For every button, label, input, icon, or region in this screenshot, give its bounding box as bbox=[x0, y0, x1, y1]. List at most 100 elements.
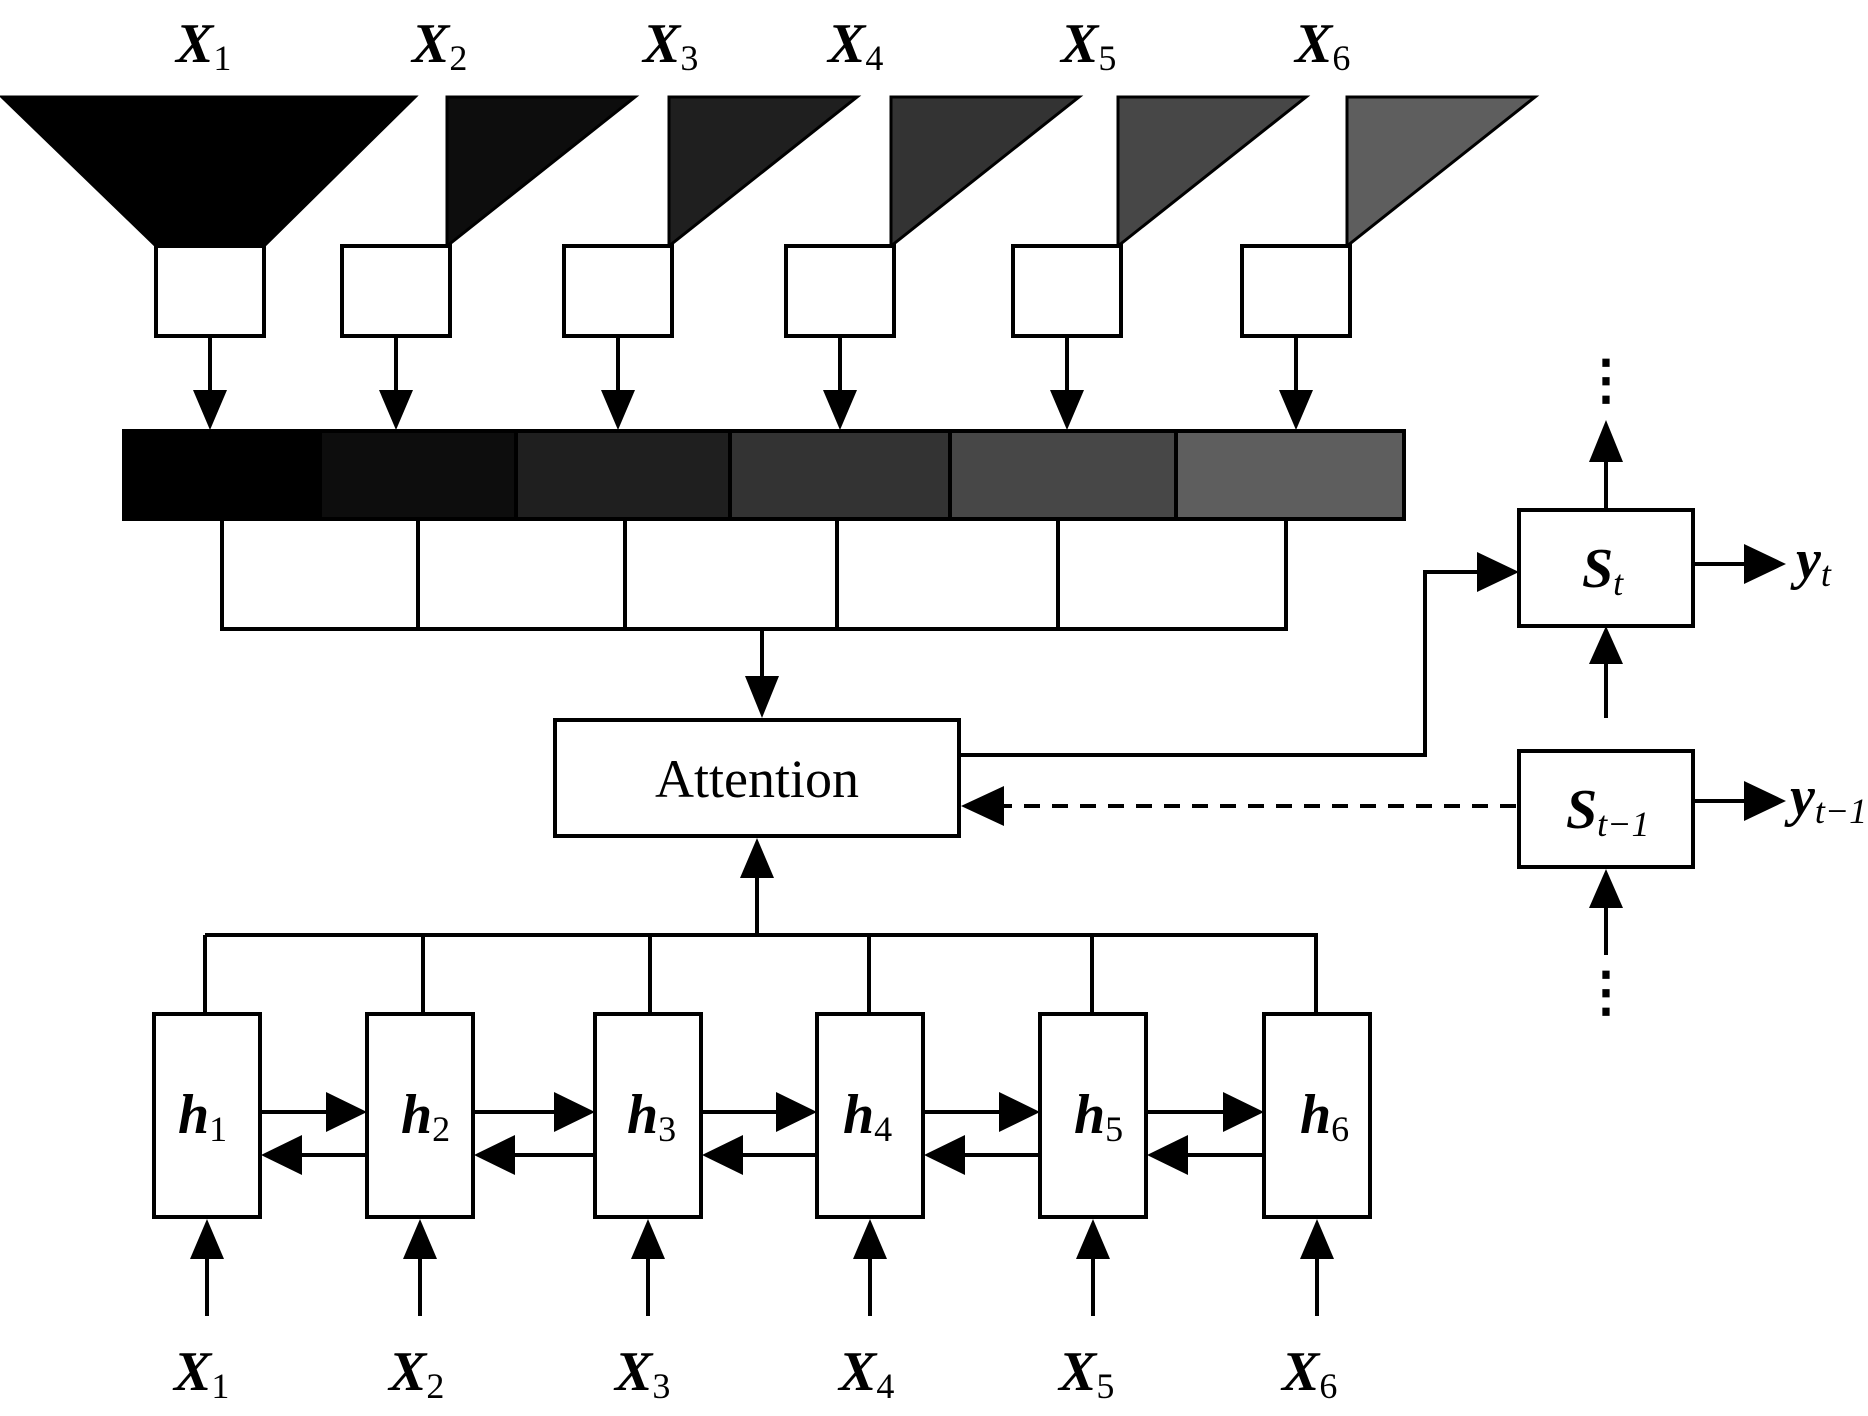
hidden-box-2 bbox=[365, 1012, 475, 1219]
feature-to-attention-head bbox=[745, 676, 779, 718]
input-arrow-head-2 bbox=[403, 1219, 437, 1259]
output-previous-head bbox=[1744, 781, 1786, 821]
input-arrow-head-3 bbox=[631, 1219, 665, 1259]
encoder-box-2 bbox=[340, 244, 452, 338]
feature-segment-3 bbox=[514, 429, 732, 521]
encoder-arrow-head-5 bbox=[1050, 390, 1084, 430]
encoder-arrow-head-2 bbox=[379, 390, 413, 430]
hidden-label-2: h2 bbox=[401, 1084, 450, 1149]
top-input-label-1: X1 bbox=[174, 13, 231, 78]
hidden-label-6: h6 bbox=[1300, 1084, 1349, 1149]
top-input-label-4: X4 bbox=[826, 13, 883, 78]
encoder-to-feature-arrows bbox=[193, 336, 1313, 430]
hidden-box-5 bbox=[1038, 1012, 1148, 1219]
funnel-3 bbox=[667, 95, 862, 250]
input-arrow-head-5 bbox=[1076, 1219, 1110, 1259]
feature-segment-4 bbox=[728, 429, 952, 521]
hidden-box-6 bbox=[1262, 1012, 1372, 1219]
attention-to-st-head bbox=[1477, 552, 1519, 592]
input-arrows bbox=[190, 1219, 1334, 1316]
forward-head-3 bbox=[776, 1092, 817, 1132]
output-current-head bbox=[1744, 544, 1786, 584]
state-current-label: St bbox=[1582, 538, 1624, 603]
feature-bar bbox=[122, 429, 1406, 521]
ellipsis-bottom: ⋮ bbox=[1579, 962, 1633, 1022]
feature-segment-2 bbox=[318, 429, 518, 521]
backward-head-5 bbox=[1147, 1135, 1188, 1175]
funnel-6 bbox=[1345, 95, 1540, 250]
hidden-box-1 bbox=[152, 1012, 262, 1219]
ellipsis-top: ⋮ bbox=[1579, 350, 1633, 410]
state-previous-box bbox=[1517, 749, 1695, 869]
state-previous-label: St−1 bbox=[1566, 779, 1649, 844]
encoder-arrow-head-3 bbox=[601, 390, 635, 430]
funnel-2 bbox=[445, 95, 640, 250]
feature-segment-1 bbox=[122, 429, 322, 521]
bottom-input-labels: X1 X2 X3 X4 X5 X6 bbox=[172, 1341, 1337, 1406]
encoder-boxes bbox=[154, 244, 1352, 338]
encoder-arrow-head-1 bbox=[193, 390, 227, 430]
input-funnels bbox=[0, 95, 1540, 250]
input-arrow-head-1 bbox=[190, 1219, 224, 1259]
backward-head-2 bbox=[474, 1135, 515, 1175]
top-input-label-3: X3 bbox=[641, 13, 698, 78]
bottom-input-label-5: X5 bbox=[1057, 1341, 1114, 1406]
backward-head-1 bbox=[261, 1135, 302, 1175]
hidden-label-3: h3 bbox=[627, 1084, 676, 1149]
bottom-input-label-1: X1 bbox=[172, 1341, 229, 1406]
forward-head-1 bbox=[326, 1092, 367, 1132]
attention-box bbox=[553, 718, 961, 838]
hidden-box-3 bbox=[593, 1012, 703, 1219]
hidden-label-4: h4 bbox=[843, 1084, 892, 1149]
decoder: St St−1 yt yt−1 ⋮ ⋮ bbox=[1517, 350, 1867, 1022]
encoder-arrow-head-6 bbox=[1279, 390, 1313, 430]
prev-state-dashed-head bbox=[961, 786, 1004, 826]
hidden-to-attention-head bbox=[740, 838, 774, 878]
encoder-arrow-head-4 bbox=[823, 390, 857, 430]
state-up-head bbox=[1589, 420, 1623, 462]
feature-to-attention-connector bbox=[220, 519, 1288, 718]
top-input-label-6: X6 bbox=[1293, 13, 1350, 78]
output-previous-label: yt−1 bbox=[1784, 766, 1867, 831]
encoder-box-4 bbox=[784, 244, 896, 338]
top-input-label-2: X2 bbox=[410, 13, 467, 78]
state-link-head bbox=[1589, 626, 1623, 664]
attention-label: Attention bbox=[655, 749, 859, 809]
bottom-input-label-4: X4 bbox=[837, 1341, 894, 1406]
hidden-label-1: h1 bbox=[178, 1084, 227, 1149]
state-prev-in-head bbox=[1589, 869, 1623, 908]
feature-segment-6 bbox=[1174, 429, 1406, 521]
hidden-to-attention-connector bbox=[203, 838, 1318, 1014]
bottom-input-label-3: X3 bbox=[613, 1341, 670, 1406]
encoder-box-6 bbox=[1240, 244, 1352, 338]
top-input-labels: X1 X2 X3 X4 X5 X6 bbox=[174, 13, 1350, 78]
input-arrow-head-4 bbox=[853, 1219, 887, 1259]
backward-head-4 bbox=[924, 1135, 965, 1175]
encoder-box-1 bbox=[154, 244, 266, 338]
hidden-states: h1 h2 h3 h4 h5 h6 bbox=[152, 1012, 1372, 1219]
output-current-label: yt bbox=[1790, 529, 1832, 594]
attention-to-st-connector bbox=[959, 552, 1519, 757]
recurrent-arrows bbox=[260, 1092, 1264, 1175]
forward-head-5 bbox=[1223, 1092, 1264, 1132]
funnel-5 bbox=[1116, 95, 1311, 250]
hidden-box-4 bbox=[815, 1012, 925, 1219]
bottom-input-label-2: X2 bbox=[387, 1341, 444, 1406]
forward-head-2 bbox=[554, 1092, 595, 1132]
prev-state-to-attention-connector bbox=[961, 786, 1516, 826]
feature-segment-5 bbox=[948, 429, 1178, 521]
input-arrow-head-6 bbox=[1300, 1219, 1334, 1259]
encoder-box-3 bbox=[562, 244, 674, 338]
top-input-label-5: X5 bbox=[1059, 13, 1116, 78]
encoder-box-5 bbox=[1011, 244, 1123, 338]
bottom-input-label-6: X6 bbox=[1280, 1341, 1337, 1406]
attention-to-st-line bbox=[959, 570, 1486, 757]
attention-block: Attention bbox=[553, 718, 961, 838]
hidden-label-5: h5 bbox=[1074, 1084, 1123, 1149]
funnel-4 bbox=[889, 95, 1084, 250]
backward-head-3 bbox=[702, 1135, 743, 1175]
funnel-1 bbox=[0, 95, 419, 248]
forward-head-4 bbox=[999, 1092, 1040, 1132]
